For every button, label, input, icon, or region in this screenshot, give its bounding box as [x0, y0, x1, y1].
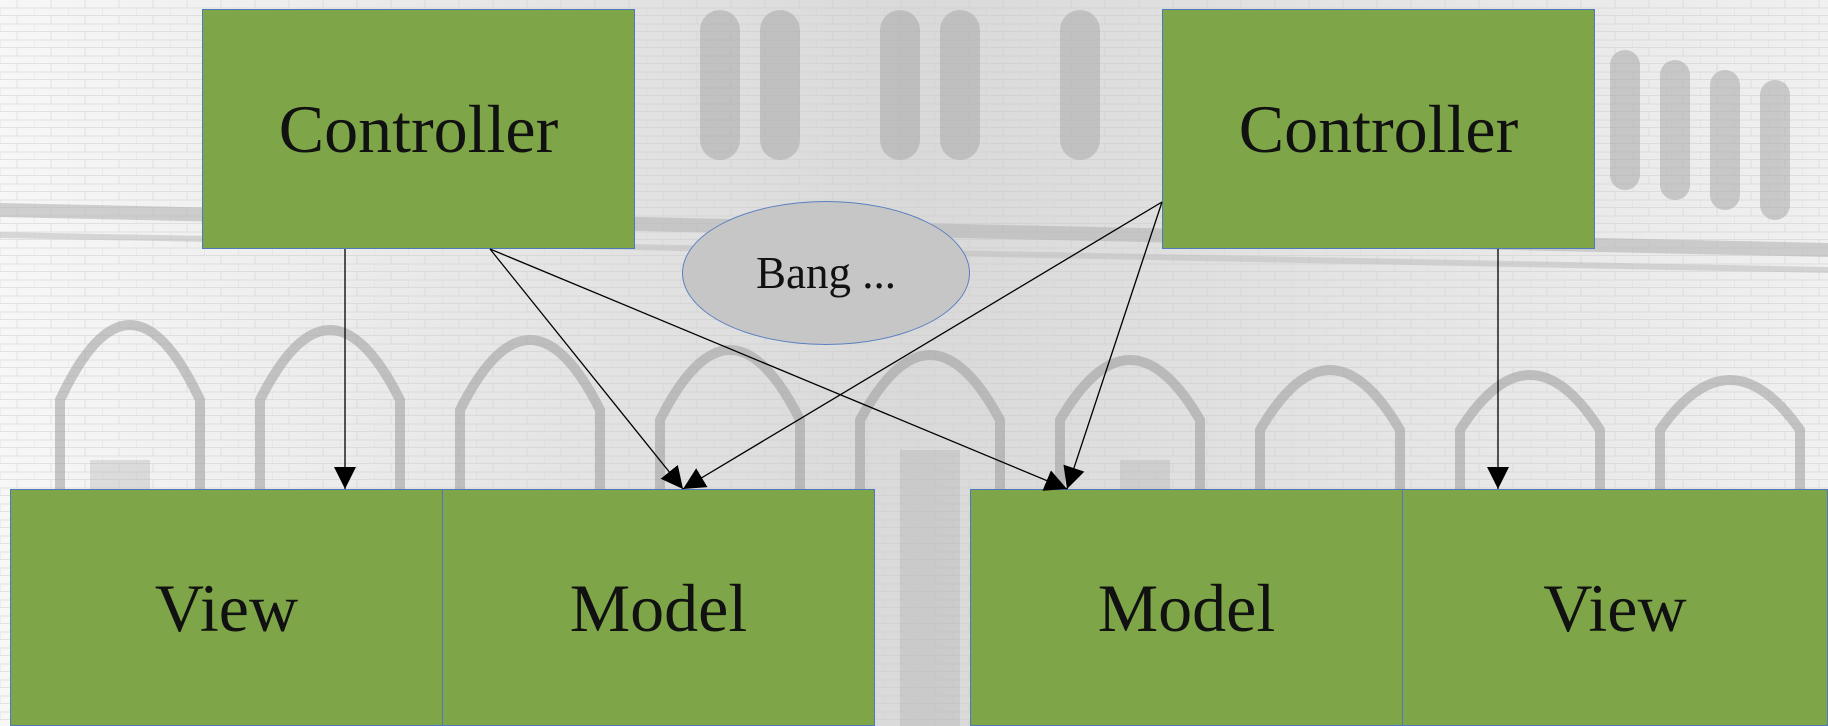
model-right-label: Model — [1097, 569, 1276, 646]
view-box-right: View — [1402, 489, 1828, 726]
controller-box-right: Controller — [1162, 9, 1595, 249]
controller-box-left: Controller — [202, 9, 635, 249]
controller-left-label: Controller — [278, 91, 559, 167]
model-left-label: Model — [569, 569, 748, 646]
controller-right-label: Controller — [1238, 91, 1519, 167]
model-box-left: Model — [442, 489, 875, 726]
view-box-left: View — [10, 489, 443, 726]
bang-bubble: Bang ... — [682, 201, 970, 345]
bang-bubble-label: Bang ... — [756, 248, 896, 298]
view-right-label: View — [1543, 569, 1687, 646]
view-left-label: View — [154, 569, 299, 646]
model-box-right: Model — [970, 489, 1403, 726]
